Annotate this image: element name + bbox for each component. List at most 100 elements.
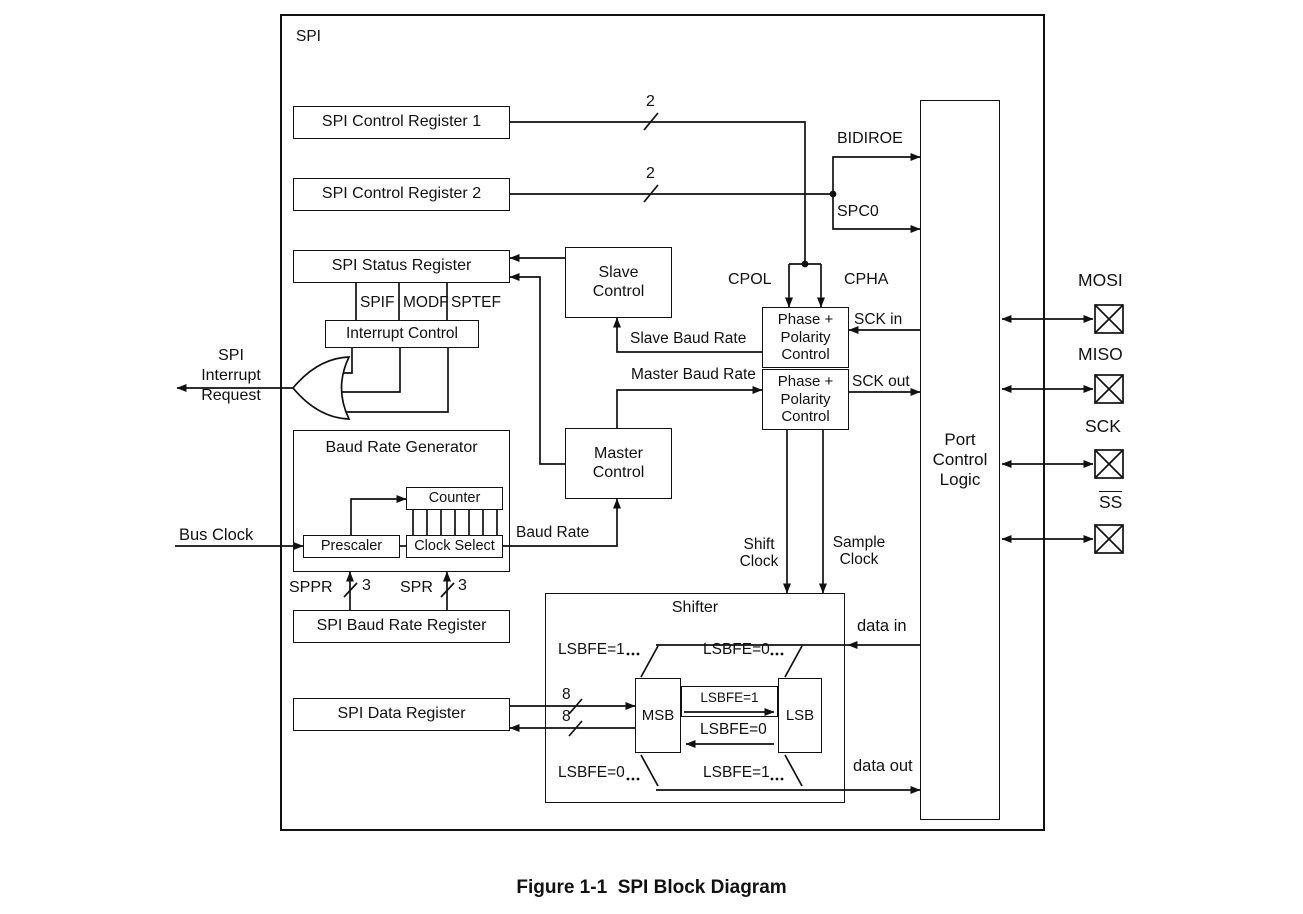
- slave-control-label: Slave Control: [592, 263, 645, 300]
- bus-slash-3a: [343, 582, 358, 598]
- ss-overline-text: SS: [1099, 491, 1123, 512]
- shifter-box: Shifter: [545, 593, 845, 803]
- slave-baud-rate-label: Slave Baud Rate: [630, 330, 747, 347]
- shift-direction-box: LSBFE=1: [681, 686, 778, 717]
- wire-spr: [440, 571, 455, 610]
- spi-control-register-2-box: SPI Control Register 2: [293, 178, 510, 211]
- wire-status-flags: [355, 283, 448, 320]
- wire-master-to-status: [509, 273, 565, 465]
- wire-ctrl-reg2-to-port: [510, 153, 921, 233]
- port-control-logic-box: Port Control Logic: [920, 100, 1000, 820]
- mosi-pin-label: MOSI: [1078, 270, 1123, 290]
- or-gate: [291, 356, 351, 420]
- wire-prescaler-to-counter: [350, 495, 407, 535]
- bus-width-2-label: 2: [646, 93, 655, 110]
- figure-caption: Figure 1-1 SPI Block Diagram: [516, 877, 787, 898]
- data-in-switches: [626, 645, 803, 678]
- lsbfe1-shift-label: LSBFE=1: [700, 690, 759, 705]
- baud-rate-label: Baud Rate: [516, 524, 590, 541]
- msb-label: MSB: [641, 706, 675, 724]
- wire-data-reg-read: [509, 720, 635, 737]
- bus-width-2-label: 2: [646, 165, 655, 182]
- data-width-8-label: 8: [562, 686, 571, 703]
- lsbfe0-shift-label: LSBFE=0: [700, 721, 767, 738]
- clock-select-box: Clock Select: [406, 535, 503, 558]
- pin-symbol-mosi: [1094, 304, 1124, 334]
- prescaler-box: Prescaler: [303, 535, 400, 558]
- spif-label: SPIF: [360, 294, 395, 311]
- shift-clock-label: Shift Clock: [739, 536, 779, 571]
- spi-interrupt-request-label: SPI Interrupt Request: [201, 347, 261, 404]
- bus-slash-3b: [440, 582, 455, 598]
- interrupt-control-box: Interrupt Control: [325, 320, 479, 348]
- msb-box: MSB: [635, 678, 681, 753]
- spr-label: SPR: [400, 579, 433, 596]
- spi-data-register-label: SPI Data Register: [337, 705, 466, 723]
- wire-sppr: [343, 571, 358, 610]
- wire-baud-rate-to-master: [503, 498, 621, 547]
- phase-polarity-top-label: Phase + Polarity Control: [777, 310, 834, 364]
- pin-symbol-miso: [1094, 374, 1124, 404]
- data-out-label: data out: [853, 757, 913, 775]
- phase-polarity-control-top-box: Phase + Polarity Control: [762, 307, 849, 368]
- counter-tap-lines: [412, 510, 498, 535]
- baud-rate-generator-label: Baud Rate Generator: [325, 439, 478, 456]
- bus-slash-2b: [643, 184, 659, 203]
- spr-width-label: 3: [458, 577, 467, 594]
- interrupt-or-gate-network: [176, 348, 449, 420]
- sptef-label: SPTEF: [451, 294, 501, 311]
- wire-ctrl-reg1-to-cpol-cpha: [510, 112, 825, 308]
- sppr-label: SPPR: [289, 579, 333, 596]
- wire-slave-baud-rate: [613, 317, 762, 353]
- counter-box: Counter: [406, 487, 503, 510]
- counter-label: Counter: [428, 489, 481, 506]
- master-baud-rate-label: Master Baud Rate: [631, 366, 756, 383]
- spi-status-register-box: SPI Status Register: [293, 250, 510, 283]
- lsbfe0-data-out-label: LSBFE=0: [558, 764, 625, 781]
- sck-out-label: SCK out: [852, 373, 910, 390]
- prescaler-label: Prescaler: [320, 537, 383, 554]
- baud-rate-generator-box: Baud Rate Generator: [293, 430, 510, 572]
- ss-pin-label: SS: [1099, 491, 1123, 512]
- interrupt-control-label: Interrupt Control: [346, 324, 458, 342]
- spi-baud-rate-register-label: SPI Baud Rate Register: [316, 617, 487, 635]
- shifter-label: Shifter: [671, 599, 719, 616]
- spi-status-register-label: SPI Status Register: [331, 257, 472, 275]
- cpol-label: CPOL: [728, 271, 772, 288]
- sppr-width-label: 3: [362, 577, 371, 594]
- phase-polarity-control-bottom-box: Phase + Polarity Control: [762, 369, 849, 430]
- miso-pin-label: MISO: [1078, 344, 1123, 364]
- bus-slash-8b: [568, 720, 583, 737]
- spi-module-frame: [280, 14, 1045, 831]
- pin-symbol-ss: [1094, 524, 1124, 554]
- data-width-8-label: 8: [562, 708, 571, 725]
- data-out-switches: [626, 754, 803, 787]
- lsb-box: LSB: [778, 678, 822, 753]
- spi-control-register-1-box: SPI Control Register 1: [293, 106, 510, 139]
- lsbfe1-data-in-label: LSBFE=1: [558, 641, 625, 658]
- wire-data-reg-write: [510, 698, 636, 715]
- slave-control-box: Slave Control: [565, 247, 672, 318]
- data-in-label: data in: [857, 617, 907, 635]
- master-control-label: Master Control: [592, 444, 645, 481]
- lsbfe0-data-in-label: LSBFE=0: [703, 641, 770, 658]
- spi-baud-rate-register-box: SPI Baud Rate Register: [293, 610, 510, 643]
- sck-pin-label: SCK: [1085, 416, 1121, 436]
- sck-in-label: SCK in: [854, 311, 903, 328]
- spi-data-register-box: SPI Data Register: [293, 698, 510, 731]
- switch-lsb-in: [784, 645, 803, 678]
- bidiroe-label: BIDIROE: [837, 130, 903, 147]
- phase-polarity-bottom-label: Phase + Polarity Control: [777, 372, 834, 426]
- module-title: SPI: [296, 28, 321, 45]
- spi-control-register-2-label: SPI Control Register 2: [321, 185, 482, 203]
- wire-master-baud-rate: [616, 386, 763, 428]
- pin-symbol-sck: [1094, 449, 1124, 479]
- clock-select-label: Clock Select: [414, 537, 495, 554]
- port-control-logic-label: Port Control Logic: [932, 429, 988, 490]
- cpha-label: CPHA: [844, 271, 889, 288]
- switch-lsb-out: [784, 754, 803, 787]
- sample-clock-label: Sample Clock: [832, 534, 886, 569]
- bus-slash-2a: [643, 112, 659, 131]
- spc0-label: SPC0: [837, 203, 879, 220]
